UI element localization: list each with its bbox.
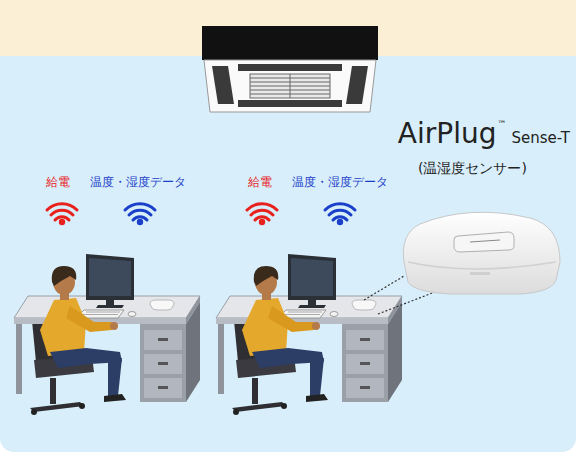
wifi-icon: [125, 204, 155, 226]
illustration-path: [250, 74, 330, 98]
product-model: Sense-T: [512, 130, 571, 147]
power-icon: [247, 204, 277, 226]
desk-worker: [14, 254, 200, 415]
data-label: 温度・湿度データ: [90, 176, 186, 190]
illustration-path: [346, 66, 368, 104]
illustration-path: [454, 232, 514, 252]
illustration-path: [470, 240, 500, 242]
power-label: 給電: [46, 176, 70, 190]
power-icon: [47, 204, 77, 226]
illustration-rect: [238, 100, 342, 107]
illustration-rect: [470, 272, 490, 275]
trademark-mark: ™: [498, 119, 507, 129]
data-label: 温度・湿度データ: [292, 176, 388, 190]
illustration-path: [403, 212, 560, 294]
wifi-icon: [325, 204, 355, 226]
illustration-path: [212, 66, 234, 104]
leader-line: [378, 290, 440, 314]
sensor-closeup: [403, 212, 560, 294]
illustration-path: [408, 262, 556, 269]
power-label: 給電: [248, 176, 272, 190]
illustration-rect: [238, 64, 342, 71]
desk-worker: [216, 254, 402, 415]
product-name: AirPlug: [398, 118, 497, 150]
product-caption: (温湿度センサー): [418, 160, 527, 176]
air-conditioner: [202, 26, 378, 112]
illustration-rect: [202, 26, 378, 60]
illustration-path: [204, 60, 376, 112]
illustration-rect: [250, 74, 330, 98]
leader-line: [364, 276, 404, 300]
